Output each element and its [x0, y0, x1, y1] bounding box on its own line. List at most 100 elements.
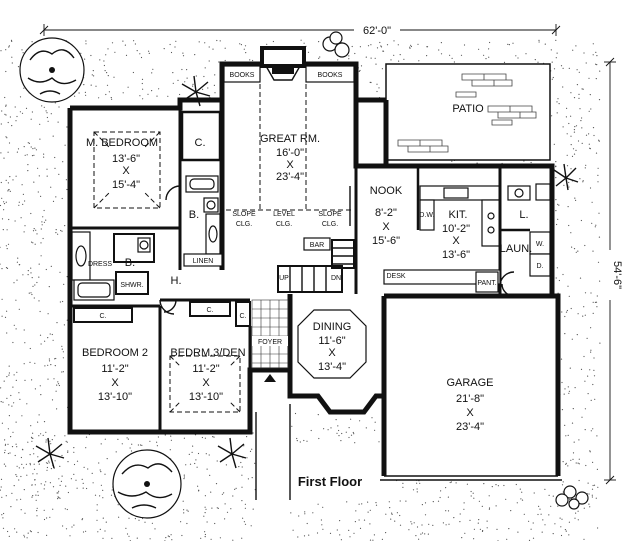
stipple-dot: [40, 394, 42, 396]
stipple-dot: [539, 508, 541, 510]
stipple-dot: [40, 433, 42, 435]
plant-bottom-left-2: [217, 437, 247, 469]
stipple-dot: [318, 41, 320, 43]
stipple-dot: [530, 528, 532, 530]
stipple-dot: [43, 509, 45, 511]
stipple-dot: [198, 490, 200, 492]
stipple-dot: [322, 528, 324, 530]
stipple-dot: [171, 539, 173, 541]
stipple-dot: [582, 180, 584, 182]
stipple-dot: [595, 63, 597, 65]
stipple-dot: [57, 121, 59, 123]
stipple-dot: [23, 363, 25, 365]
stipple-dot: [593, 375, 596, 377]
stipple-dot: [82, 482, 84, 484]
stipple-dot: [376, 90, 378, 93]
great-room-depth: 23'-4": [276, 171, 304, 183]
stipple-dot: [376, 83, 378, 85]
stipple-dot: [348, 55, 350, 57]
stipple-dot: [35, 149, 38, 151]
stipple-dot: [596, 468, 599, 470]
stipple-dot: [393, 54, 395, 56]
stipple-dot: [570, 92, 572, 94]
stipple-dot: [1, 268, 3, 270]
stipple-dot: [64, 435, 66, 437]
stipple-dot: [512, 42, 514, 44]
stipple-dot: [21, 415, 23, 417]
stipple-dot: [56, 384, 58, 386]
stipple-dot: [55, 357, 57, 360]
stipple-dot: [594, 226, 596, 228]
stipple-dot: [370, 81, 372, 84]
stipple-dot: [34, 388, 37, 390]
stipple-dot: [20, 475, 22, 478]
stipple-dot: [204, 67, 206, 69]
stipple-dot: [428, 523, 430, 525]
kitchen-depth: 13'-6": [442, 249, 470, 261]
stipple-dot: [18, 308, 20, 310]
stipple-dot: [374, 57, 376, 59]
stipple-dot: [224, 518, 226, 520]
stipple-dot: [594, 398, 596, 400]
stipple-dot: [381, 68, 383, 70]
stipple-dot: [561, 381, 563, 384]
stipple-dot: [30, 146, 32, 148]
stipple-dot: [73, 524, 75, 526]
stipple-dot: [19, 111, 21, 113]
stipple-dot: [5, 201, 7, 203]
stipple-dot: [34, 362, 36, 364]
overall-depth-label: 54'-6": [611, 261, 623, 289]
stipple-dot: [102, 489, 104, 491]
stipple-dot: [18, 264, 20, 266]
stipple-dot: [61, 371, 63, 373]
stipple-dot: [82, 487, 84, 489]
stipple-dot: [438, 49, 440, 51]
stipple-dot: [182, 55, 185, 57]
stipple-dot: [348, 427, 350, 429]
stipple-dot: [147, 93, 149, 95]
stipple-dot: [31, 496, 33, 498]
stipple-dot: [495, 484, 497, 486]
stipple-dot: [437, 500, 440, 502]
stipple-dot: [67, 491, 69, 494]
stipple-dot: [139, 444, 142, 446]
stipple-dot: [575, 149, 577, 151]
stipple-dot: [62, 357, 64, 359]
stipple-dot: [46, 517, 48, 519]
stipple-dot: [571, 155, 574, 157]
stipple-dot: [596, 295, 598, 297]
stipple-dot: [567, 206, 569, 208]
stipple-dot: [48, 358, 51, 360]
stipple-dot: [249, 59, 251, 61]
stipple-dot: [532, 522, 534, 524]
laundry-label: LAUN.: [500, 243, 532, 255]
stipple-dot: [27, 532, 29, 534]
stipple-dot: [30, 272, 32, 274]
stipple-dot: [307, 51, 310, 53]
stipple-dot: [432, 501, 434, 503]
laundry-l-label: L.: [519, 209, 528, 221]
stipple-dot: [380, 46, 383, 48]
stipple-dot: [62, 161, 64, 163]
stipple-dot: [37, 167, 39, 169]
stipple-dot: [34, 243, 36, 245]
stipple-dot: [103, 64, 105, 67]
stipple-dot: [40, 343, 42, 345]
stipple-dot: [226, 511, 229, 513]
stipple-dot: [588, 493, 590, 495]
stipple-dot: [555, 161, 557, 163]
stipple-dot: [36, 507, 38, 509]
stipple-dot: [18, 204, 20, 206]
stipple-dot: [5, 105, 7, 107]
stipple-dot: [385, 513, 387, 515]
stipple-dot: [561, 518, 563, 520]
stipple-dot: [374, 421, 376, 423]
stipple-dot: [447, 496, 449, 498]
stipple-dot: [272, 40, 274, 43]
stipple-dot: [156, 445, 158, 447]
desk-label: DESK: [386, 273, 405, 280]
stipple-dot: [100, 484, 102, 486]
stipple-dot: [304, 513, 306, 515]
stipple-dot: [470, 490, 472, 493]
stipple-dot: [81, 478, 83, 480]
